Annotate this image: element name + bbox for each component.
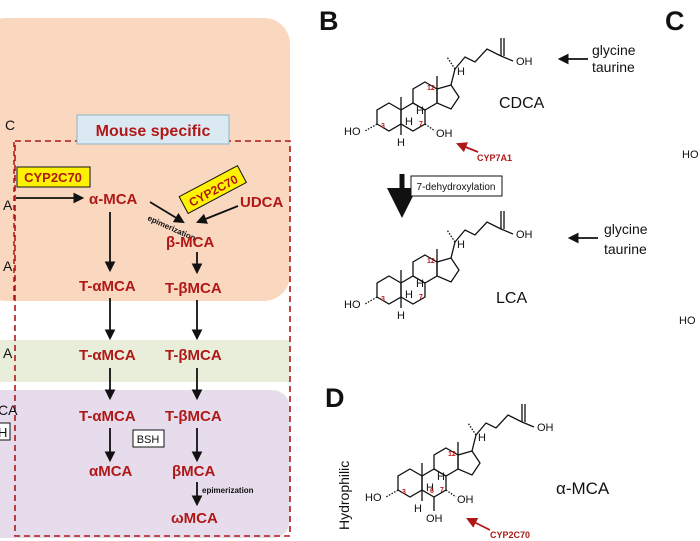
left-label-6: H (0, 425, 7, 440)
bsh-label: BSH (137, 434, 160, 446)
left-label-1: C (5, 117, 15, 133)
left-label-3: A (3, 258, 13, 274)
lca-n3: 3 (381, 296, 385, 303)
left-label-5: CA (0, 402, 18, 418)
lca-oh-tail: OH (516, 229, 533, 241)
lca-conj-glycine: glycine (604, 221, 648, 237)
panel-d: D Hydrophilic OH HO OH OH H H H H 3 6 7 (325, 383, 610, 540)
mouse-specific-title-box (76, 114, 230, 145)
step-label: 7-dehydroxylation (417, 182, 496, 193)
amca-n6: 6 (430, 488, 434, 495)
amca-oh-6: OH (426, 513, 443, 525)
panel-b-letter: B (319, 6, 339, 36)
amca-ho-3: HO (365, 492, 382, 504)
t-amca-3: T-αMCA (79, 408, 136, 425)
zone-colon-purple (0, 390, 290, 538)
lca-h-9: H (405, 289, 413, 301)
amca-n3: 3 (402, 489, 406, 496)
arrow-udca-to-bmca (195, 205, 239, 224)
a-mca: αMCA (89, 463, 133, 480)
amca-h-8: H (437, 471, 445, 483)
cdca-oh-tail: OH (516, 56, 533, 68)
t-bmca-2: T-βMCA (165, 347, 222, 364)
zone-intestine-green (0, 340, 290, 382)
amca-n7: 7 (440, 487, 444, 494)
t-bmca-3: T-βMCA (165, 408, 222, 425)
cyp2c70-label-1: CYP2C70 (24, 170, 82, 185)
cdca-name: CDCA (499, 95, 545, 112)
cdca-ho-3: HO (344, 126, 361, 138)
cyp2c70-label-d: CYP2C70 (490, 530, 530, 540)
cyp7a1-label: CYP7A1 (477, 153, 512, 163)
cyp2c70-box-2 (178, 165, 248, 215)
cdca-oh-7: OH (436, 128, 453, 140)
cdca-h-9: H (405, 116, 413, 128)
cdca-n3: 3 (381, 123, 385, 130)
panel-d-letter: D (325, 383, 345, 413)
mouse-specific-title: Mouse specific (96, 123, 211, 140)
cdca-conj-taurine: taurine (592, 59, 635, 75)
amca-oh-tail: OH (537, 422, 554, 434)
cyp2c70-box-1 (16, 166, 91, 188)
udca: UDCA (240, 194, 283, 211)
amca-h-17: H (478, 432, 486, 444)
panel-c-ho-2: HO (679, 315, 696, 327)
amca-oh-7: OH (457, 494, 474, 506)
cdca-structure: OH HO OH H H H H 3 7 12 (344, 38, 533, 149)
left-label-2: A (3, 197, 13, 213)
t-amca-2: T-αMCA (79, 347, 136, 364)
step-box (410, 175, 503, 197)
cdca-h-8: H (416, 105, 424, 117)
amca-n12: 12 (448, 451, 456, 458)
t-bmca-1: T-βMCA (165, 280, 222, 297)
w-mca: ωMCA (171, 510, 218, 527)
b-mca: βMCA (172, 463, 215, 480)
panel-c: C HO HO (665, 6, 699, 327)
panel-c-letter: C (665, 6, 685, 36)
lca-name: LCA (496, 290, 527, 307)
amca-h-9: H (426, 482, 434, 494)
lca-h-5: H (397, 310, 405, 322)
cdca-h-5: H (397, 137, 405, 149)
cdca-h-17: H (457, 66, 465, 78)
arrow-amca-to-bmca (149, 201, 185, 224)
amca-h-5: H (414, 503, 422, 515)
amca-structure: OH HO OH OH H H H H 3 6 7 12 (365, 404, 554, 525)
lca-h-17: H (457, 239, 465, 251)
left-label-box (0, 422, 11, 441)
lca-n12: 12 (427, 258, 435, 265)
amca-name: α-MCA (556, 479, 610, 498)
alpha-mca: α-MCA (89, 191, 138, 208)
arrow-cyp7a1 (455, 142, 479, 153)
arrow-cyp2c70-d (466, 518, 491, 531)
t-amca-1: T-αMCA (79, 278, 136, 295)
zone-liver-orange (0, 18, 290, 301)
bsh-box (132, 429, 165, 448)
lca-structure: OH HO H H H H 3 7 12 (344, 211, 533, 322)
cdca-n12: 12 (427, 85, 435, 92)
epimerization-label-2: epimerization (202, 486, 254, 495)
cdca-conj-glycine: glycine (592, 42, 636, 58)
panel-a: Mouse specific C A A A CA H CYP2C70 α-MC… (0, 18, 291, 538)
panel-b: B OH HO OH H H H H 3 7 12 CDCA glycine t… (319, 6, 648, 322)
lca-ho-3: HO (344, 299, 361, 311)
panel-c-ho-1: HO (682, 149, 699, 161)
cdca-n7: 7 (419, 121, 423, 128)
lca-conj-taurine: taurine (604, 241, 647, 257)
left-label-4: A (3, 345, 13, 361)
lca-h-8: H (416, 278, 424, 290)
beta-mca: β-MCA (166, 234, 214, 251)
mouse-specific-dashed-box (14, 140, 291, 537)
hydrophilic-label: Hydrophilic (336, 461, 352, 530)
lca-n7: 7 (419, 294, 423, 301)
